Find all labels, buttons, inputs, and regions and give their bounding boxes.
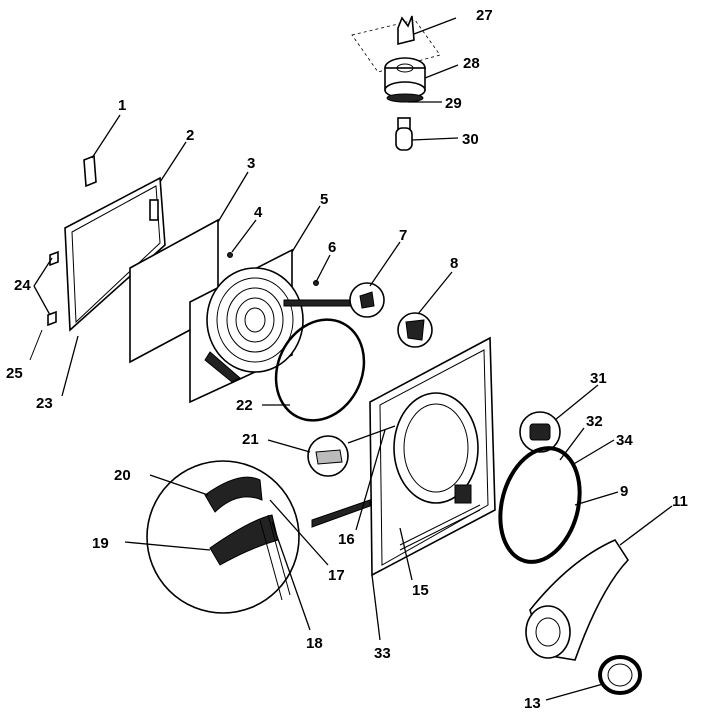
part-4-screw [227,252,233,258]
callout-19: 19 [92,535,109,552]
callout-22: 22 [236,397,253,414]
part-22-gasket [274,318,366,422]
callout-32: 32 [586,413,603,430]
part-1-handle [83,154,97,188]
part-6-screw [313,280,319,286]
callout-31: 31 [590,370,607,387]
part-5-rear-panel [189,248,304,404]
callout-27: 27 [476,7,493,24]
callout-4: 4 [254,204,263,221]
callout-21: 21 [242,431,259,448]
callout-9: 9 [620,483,628,500]
callout-24: 24 [14,277,31,294]
callout-18: 18 [306,635,323,652]
part-33-front-panel [369,336,496,577]
callout-8: 8 [450,255,458,272]
part-13-ring [598,655,642,695]
callout-2: 2 [186,127,194,144]
leader-lines [33,17,673,701]
callout-25: 25 [6,365,23,382]
callout-5: 5 [320,191,328,208]
connector-bar-top [283,299,357,307]
part-24-clip-lower [47,310,57,327]
part-31-detail [519,411,561,453]
callout-3: 3 [247,155,255,172]
magnified-detail [146,460,371,614]
callout-labels: 27 28 29 30 1 2 3 4 5 6 7 8 24 25 23 22 … [6,7,688,712]
callout-11: 11 [672,493,688,510]
part-2-panel [64,176,166,332]
callout-6: 6 [328,239,336,256]
callout-1: 1 [118,97,126,114]
part-7-detail [349,282,385,318]
callout-23: 23 [36,395,53,412]
part-21-detail [307,435,349,477]
part-11-bracket [525,538,630,661]
callout-30: 30 [462,131,479,148]
callout-16: 16 [338,531,355,548]
part-8-detail [397,312,433,348]
callout-15: 15 [412,582,429,599]
callout-13: 13 [524,695,541,712]
callout-29: 29 [445,95,462,112]
callout-34: 34 [616,432,633,449]
part-9-ring [498,446,582,564]
callout-28: 28 [463,55,480,72]
part-assembly-27-30 [351,15,441,151]
callout-20: 20 [114,467,131,484]
callout-7: 7 [399,227,407,244]
part-25-pin [29,329,43,361]
callout-33: 33 [374,645,391,662]
callout-17: 17 [328,567,345,584]
